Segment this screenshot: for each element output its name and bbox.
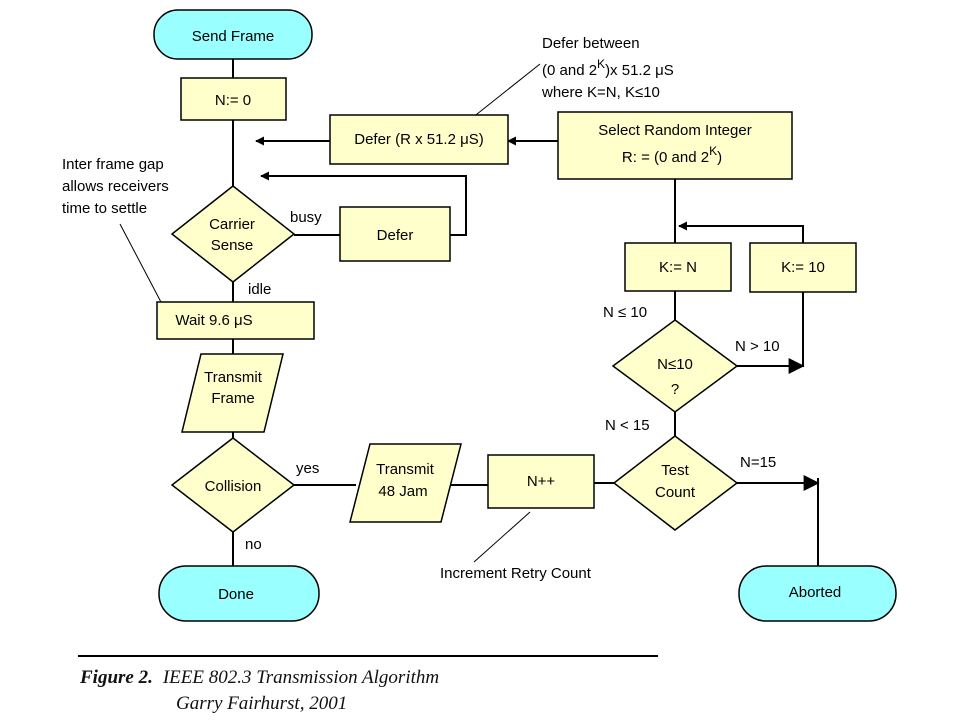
transmit-label-2: Frame [211, 390, 254, 407]
edge-label-busy: busy [290, 209, 322, 226]
edge-defer-back [260, 171, 467, 236]
edge-label-n-eq-15: N=15 [740, 454, 776, 471]
n-increment-label: N++ [527, 473, 556, 490]
gap-note-line-1: Inter frame gap [62, 156, 164, 173]
caption-author: Garry Fairhurst, 2001 [176, 693, 347, 714]
n-le-10-label-2: ? [671, 381, 679, 398]
select-random-label-2: R: = (0 and 2K) [622, 144, 722, 166]
send-frame-terminal[interactable] [153, 9, 313, 60]
defer-box[interactable] [339, 206, 451, 262]
retry-note: Increment Retry Count [440, 565, 592, 582]
caption-line-1: Figure 2.IEEE 802.3 Transmission Algorit… [79, 667, 439, 688]
connectors [232, 58, 820, 566]
edge-label-idle: idle [248, 281, 271, 298]
done-terminal[interactable] [158, 565, 320, 622]
select-random-label-1: Select Random Integer [598, 122, 751, 139]
test-label-2: Count [655, 484, 696, 501]
transmit-label-1: Transmit [204, 369, 263, 386]
wait-label: Wait 9.6 μS [175, 312, 252, 329]
edge-label-n-le-10: N ≤ 10 [603, 304, 647, 321]
leader-retry-note [473, 511, 531, 563]
edge-label-n-lt-15: N < 15 [605, 417, 650, 434]
n-le-10-decision[interactable] [611, 319, 739, 413]
edge-label-n-gt-10: N > 10 [735, 338, 780, 355]
n-init-label: N:= 0 [215, 92, 251, 109]
done-label: Done [218, 586, 254, 603]
edge-label-yes: yes [296, 460, 319, 477]
aborted-terminal[interactable] [738, 565, 897, 622]
aborted-label: Aborted [789, 584, 842, 601]
wait-box[interactable] [156, 301, 315, 340]
test-count-decision[interactable] [612, 435, 739, 531]
gap-note-line-2: allows receivers [62, 178, 169, 195]
jam-label-1: Transmit [376, 461, 435, 478]
k-eq-n-box[interactable] [624, 242, 732, 292]
jam-label-2: 48 Jam [378, 483, 427, 500]
send-frame-label: Send Frame [192, 28, 275, 45]
leader-gap-note [119, 223, 163, 305]
n-le-10-label-1: N≤10 [657, 356, 693, 373]
carrier-sense-decision[interactable] [170, 185, 296, 283]
edge-label-no: no [245, 536, 262, 553]
transmit-jam-io[interactable] [349, 443, 462, 523]
defer-label: Defer [377, 227, 414, 244]
k-eq-10-label: K:= 10 [781, 259, 825, 276]
carrier-label-1: Carrier [209, 216, 255, 233]
collision-decision[interactable] [170, 437, 296, 533]
defer-r-label: Defer (R x 51.2 μS) [354, 131, 484, 148]
n-init-box[interactable] [180, 77, 287, 121]
defer-r-box[interactable] [329, 114, 509, 165]
edge-k10-back [678, 221, 804, 243]
collision-label: Collision [205, 478, 262, 495]
n-increment-box[interactable] [487, 454, 595, 509]
k-eq-n-label: K:= N [659, 259, 697, 276]
test-label-1: Test [661, 462, 689, 479]
defer-note-line-1: Defer between [542, 35, 640, 52]
k-eq-10-box[interactable] [749, 242, 857, 293]
defer-note-line-3: where K=N, K≤10 [541, 84, 660, 101]
gap-note-line-3: time to settle [62, 200, 147, 217]
select-random-box[interactable] [557, 111, 793, 180]
defer-note-line-2: (0 and 2K)x 51.2 μS [542, 57, 674, 79]
carrier-label-2: Sense [211, 237, 254, 254]
transmit-frame-io[interactable] [181, 353, 284, 433]
